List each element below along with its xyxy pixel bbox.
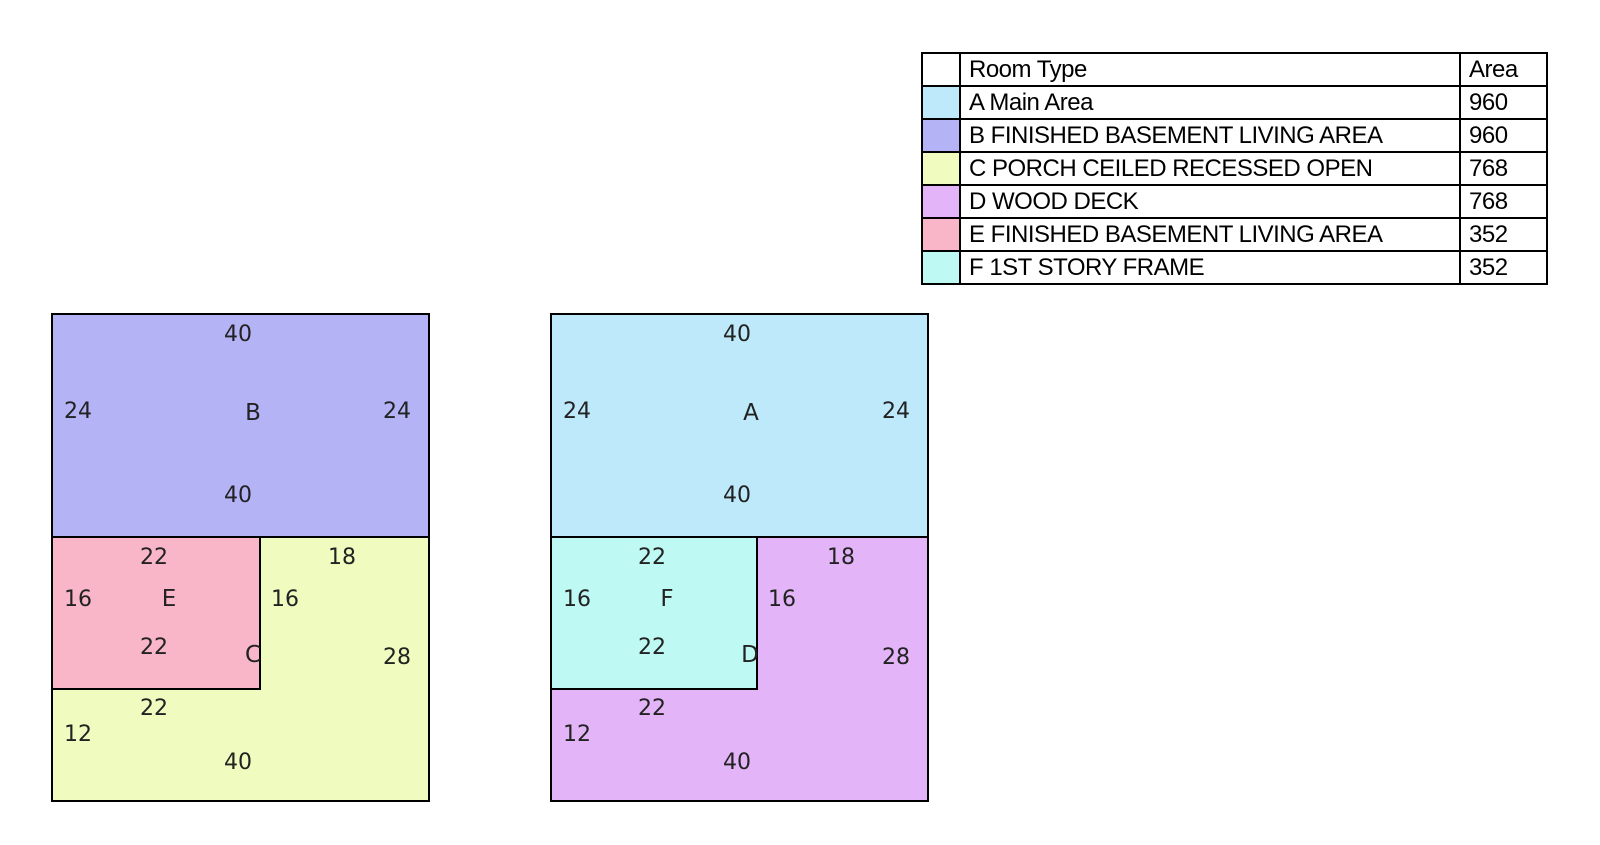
ell-bottom-dim: 40: [224, 750, 252, 775]
upper-room-letter: B: [245, 400, 261, 426]
legend-room-area: 768: [1459, 184, 1548, 219]
upper-top-dim: 40: [723, 322, 751, 347]
upper-right-dim: 24: [383, 399, 411, 424]
legend-room-area: 960: [1459, 118, 1548, 153]
legend-row: E FINISHED BASEMENT LIVING AREA 352: [921, 217, 1548, 252]
legend-room-label: D WOOD DECK: [959, 184, 1461, 219]
upper-room-letter: A: [743, 400, 759, 426]
small-bottom-dim: 22: [638, 635, 666, 660]
ell-bottom-dim: 40: [723, 750, 751, 775]
ell-room-letter: D: [741, 642, 759, 668]
legend-color-swatch: [921, 250, 961, 285]
upper-left-dim: 24: [64, 399, 92, 424]
ell-right-dim: 28: [383, 645, 411, 670]
small-room-letter: E: [162, 586, 177, 612]
legend-room-area: 960: [1459, 85, 1548, 120]
room-upper: [550, 313, 929, 538]
ell-right-dim: 28: [882, 645, 910, 670]
room-upper: [51, 313, 430, 538]
legend-header-row: Room Type Area: [921, 52, 1548, 87]
small-left-dim: 16: [563, 587, 591, 612]
upper-top-dim: 40: [224, 322, 252, 347]
legend-room-label: C PORCH CEILED RECESSED OPEN: [959, 151, 1461, 186]
sketch-right: 40 24 A 24 40 22 16 F 16 22 18 D 28 22 1…: [550, 313, 929, 802]
legend-color-swatch: [921, 85, 961, 120]
legend-room-label: F 1ST STORY FRAME: [959, 250, 1461, 285]
legend-color-swatch: [921, 184, 961, 219]
legend-room-area: 352: [1459, 217, 1548, 252]
legend-row: C PORCH CEILED RECESSED OPEN 768: [921, 151, 1548, 186]
legend-row: B FINISHED BASEMENT LIVING AREA 960: [921, 118, 1548, 153]
legend-color-swatch: [921, 118, 961, 153]
ell-room-letter: C: [245, 642, 261, 668]
small-bottom-dim: 22: [140, 635, 168, 660]
legend-header-room-type: Room Type: [959, 52, 1461, 87]
ell-top-dim: 18: [328, 545, 356, 570]
legend-room-label: B FINISHED BASEMENT LIVING AREA: [959, 118, 1461, 153]
legend-header-area: Area: [1459, 52, 1548, 87]
upper-left-dim: 24: [563, 399, 591, 424]
ell-inner-top-dim: 22: [140, 696, 168, 721]
room-legend-table: Room Type Area A Main Area 960 B FINISHE…: [921, 52, 1548, 285]
room-small: [51, 536, 261, 690]
legend-header-swatch: [921, 52, 961, 87]
small-left-dim: 16: [64, 587, 92, 612]
legend-row: F 1ST STORY FRAME 352: [921, 250, 1548, 285]
upper-bottom-dim: 40: [224, 483, 252, 508]
ell-left-dim: 12: [64, 722, 92, 747]
small-top-dim: 22: [140, 545, 168, 570]
room-small: [550, 536, 758, 690]
sketch-left: 40 24 B 24 40 22 16 E 16 22 18 C 28 22 1…: [51, 313, 430, 802]
upper-right-dim: 24: [882, 399, 910, 424]
legend-row: D WOOD DECK 768: [921, 184, 1548, 219]
legend-room-label: A Main Area: [959, 85, 1461, 120]
small-right-dim: 16: [271, 587, 299, 612]
legend-room-label: E FINISHED BASEMENT LIVING AREA: [959, 217, 1461, 252]
legend-room-area: 768: [1459, 151, 1548, 186]
legend-color-swatch: [921, 151, 961, 186]
small-right-dim: 16: [768, 587, 796, 612]
small-top-dim: 22: [638, 545, 666, 570]
legend-row: A Main Area 960: [921, 85, 1548, 120]
upper-bottom-dim: 40: [723, 483, 751, 508]
legend-color-swatch: [921, 217, 961, 252]
ell-inner-top-dim: 22: [638, 696, 666, 721]
ell-left-dim: 12: [563, 722, 591, 747]
ell-top-dim: 18: [827, 545, 855, 570]
small-room-letter: F: [660, 586, 673, 612]
legend-room-area: 352: [1459, 250, 1548, 285]
